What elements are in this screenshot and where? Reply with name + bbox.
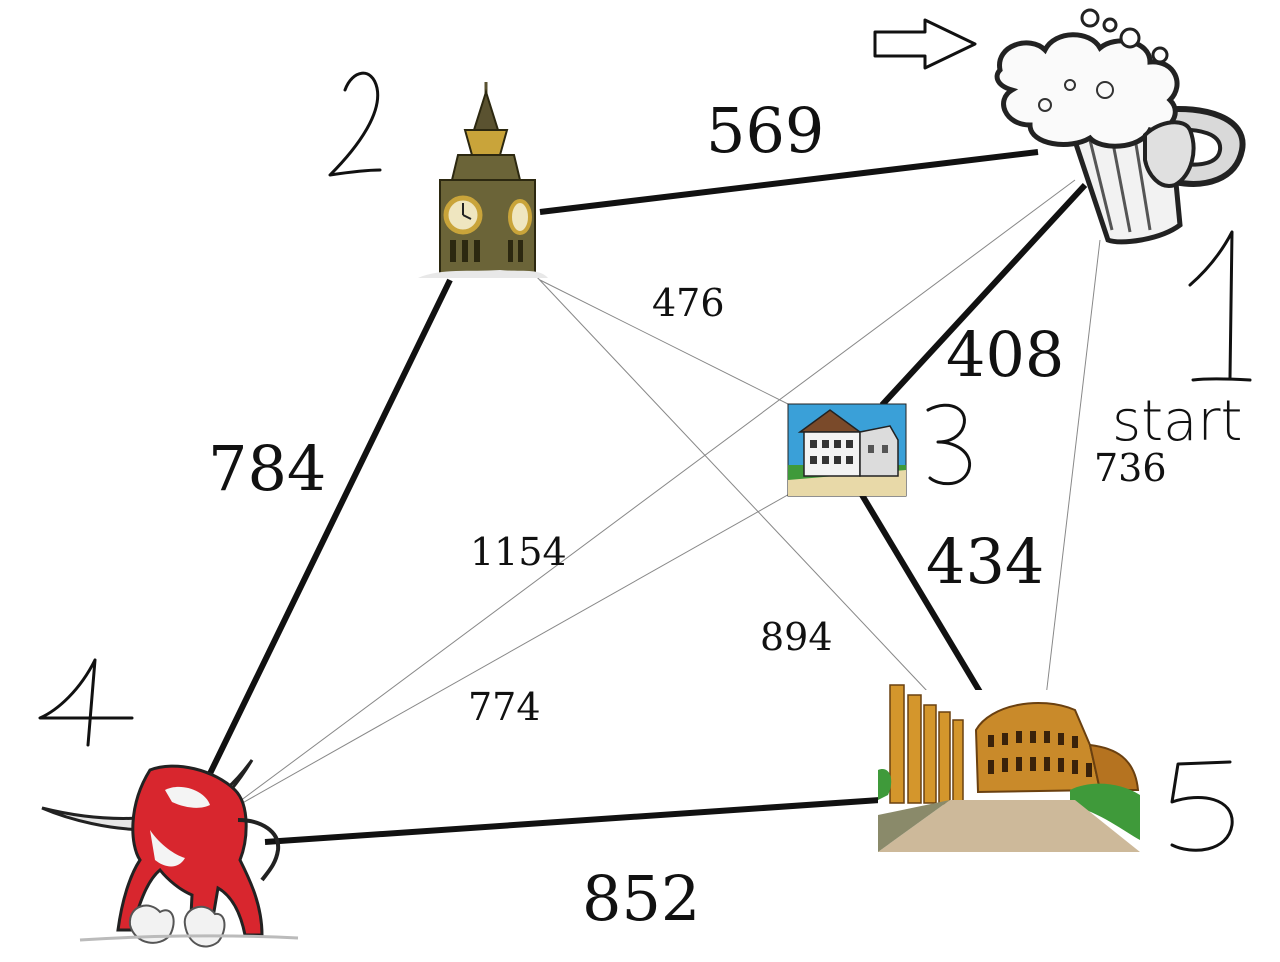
edge-2-5 [534, 274, 946, 711]
edges [199, 149, 1101, 845]
edge-2-3 [539, 279, 801, 411]
edge-1-3 [879, 182, 1088, 408]
node-number-1 [1188, 230, 1252, 382]
beer-mug-icon [994, 8, 1246, 245]
weight-2-3: 476 [652, 281, 725, 325]
start-arrow-icon [873, 18, 977, 70]
edge-weights: 569 408 434 784 852 476 1154 894 774 736 [208, 94, 1167, 935]
weight-4-5: 852 [582, 862, 700, 935]
big-ben-icon [418, 82, 548, 278]
node-number-5 [1170, 760, 1234, 852]
weight-1-4: 1154 [470, 530, 567, 574]
weight-1-2: 569 [706, 94, 824, 167]
edge-1-2 [539, 149, 1039, 215]
edge-2-4 [199, 278, 453, 792]
bull-icon [41, 759, 299, 948]
colosseum-icon [878, 684, 1140, 852]
start-label: start [1112, 389, 1242, 454]
edge-3-4 [229, 487, 801, 811]
edge-3-5 [859, 493, 995, 714]
node-numbers: start [38, 71, 1252, 852]
weight-1-5: 736 [1094, 446, 1167, 490]
edge-4-5 [264, 797, 881, 845]
node-number-2 [328, 71, 382, 177]
node-number-4 [38, 658, 134, 747]
weight-3-4: 774 [468, 685, 541, 729]
weight-2-4: 784 [208, 432, 326, 505]
weight-1-3: 408 [946, 318, 1064, 391]
weight-3-5: 434 [926, 525, 1044, 598]
weight-2-5: 894 [760, 615, 833, 659]
house-icon [787, 403, 907, 497]
edge-1-5 [1044, 239, 1101, 706]
node-number-3 [926, 403, 972, 486]
edge-1-4 [227, 179, 1076, 811]
